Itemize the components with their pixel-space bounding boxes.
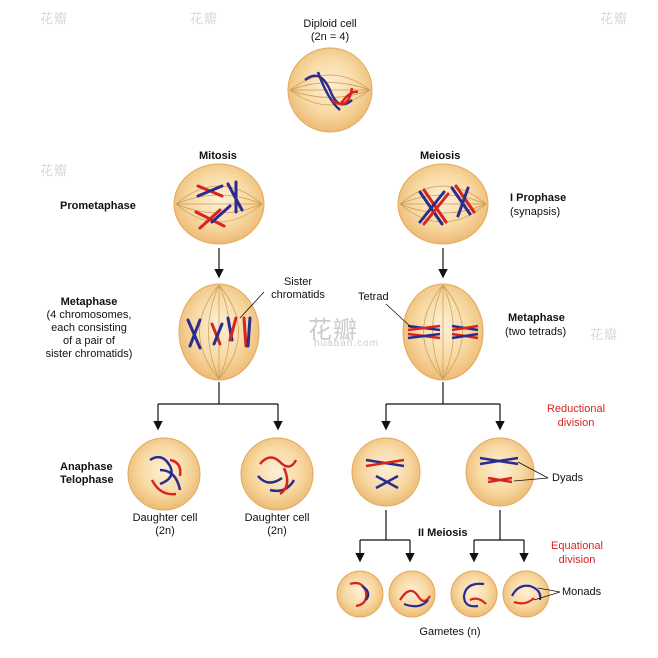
synapsis-label: (synapsis): [510, 206, 561, 218]
prometaphase-label: Prometaphase: [60, 200, 136, 212]
chromosome-pair: [194, 180, 244, 230]
metaphase-left-desc-4: sister chromatids): [45, 348, 133, 360]
sister-chromatids-label-2: chromatids: [271, 289, 325, 301]
diploid-cell: [287, 47, 373, 133]
pointer-line: [239, 291, 265, 319]
reductional-division-label: Reductional: [546, 403, 606, 415]
watermark-center: 花瓣: [308, 317, 358, 344]
meiosis-i-cell-left: [351, 437, 421, 507]
chromosome: [331, 87, 354, 106]
anaphase-label: Anaphase: [60, 461, 113, 473]
metaphase-left-desc-2: each consisting: [51, 322, 127, 334]
daughter-cell-left: [127, 437, 201, 511]
mitosis-heading: Mitosis: [199, 150, 237, 162]
reductional-division-label-2: division: [557, 417, 595, 429]
daughter-cell-right: [240, 437, 314, 511]
tetrad-label: Tetrad: [358, 291, 389, 303]
watermark-site: huaban.com: [314, 338, 380, 349]
i-prophase-cell: [397, 163, 489, 245]
gamete-2: [388, 570, 436, 618]
metaphase-left-desc-1: (4 chromosomes,: [46, 309, 132, 321]
pointer-line: [385, 303, 413, 329]
daughter-cell-1-label: Daughter cell: [132, 512, 198, 524]
metaphase-meiosis-cell: [402, 283, 484, 381]
watermark: 花瓣: [190, 11, 219, 26]
metaphase-left-label: Metaphase: [60, 296, 118, 308]
monad-pointers: [533, 587, 561, 601]
daughter-cell-2-label: Daughter cell: [244, 512, 310, 524]
watermark: 花瓣: [40, 163, 69, 178]
arrows: [153, 248, 529, 563]
watermark: 花瓣: [40, 11, 69, 26]
chromosomes-on-plate: [186, 316, 252, 350]
prometaphase-cell: [173, 163, 265, 245]
ii-meiosis-label: II Meiosis: [418, 527, 468, 539]
daughter-cell-1-ploidy: (2n): [155, 525, 175, 537]
telophase-label: Telophase: [60, 474, 114, 486]
dyad-pointers: [513, 461, 549, 482]
sister-chromatids-label: Sister: [283, 276, 313, 288]
metaphase-right-label: Metaphase: [508, 312, 565, 324]
two-tetrads-label: (two tetrads): [505, 326, 567, 338]
metaphase-mitosis-cell: [178, 283, 260, 381]
gamete-3: [450, 570, 498, 618]
metaphase-left-desc-3: of a pair of: [63, 335, 115, 347]
watermark: 花瓣: [590, 327, 619, 342]
gamete-1: [336, 570, 384, 618]
monads-label: Monads: [562, 586, 602, 598]
equational-division-label: Equational: [551, 540, 603, 552]
watermark: 花瓣: [600, 11, 629, 26]
gametes-label: Gametes (n): [419, 626, 481, 638]
chromosome: [338, 90, 359, 106]
synapsed-pair: [418, 184, 476, 226]
meiosis-i-cell-right: [465, 437, 535, 507]
dyads-label: Dyads: [552, 472, 584, 484]
equational-division-label-2: division: [558, 554, 596, 566]
tetrads: [407, 324, 479, 340]
diploid-ploidy: (2n = 4): [310, 31, 350, 43]
gamete-4: [502, 570, 550, 618]
meiosis-heading: Meiosis: [420, 150, 461, 162]
chromosome: [316, 71, 341, 111]
diploid-title: Diploid cell: [303, 18, 357, 30]
i-prophase-label: I Prophase: [510, 192, 567, 204]
daughter-cell-2-ploidy: (2n): [267, 525, 287, 537]
